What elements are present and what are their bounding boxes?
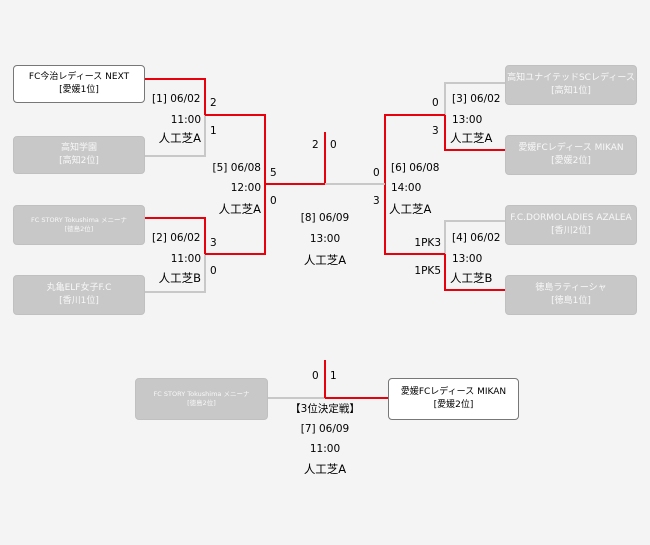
team-name: 愛媛FCレディース MIKAN bbox=[400, 386, 507, 397]
m8-date: [8] 06/09 bbox=[300, 212, 350, 224]
team-box-t8: 徳島ラティーシャ [徳島1位] bbox=[505, 275, 637, 315]
m6-score-b: 3 bbox=[373, 195, 380, 207]
team-box-t10: 愛媛FCレディース MIKAN [愛媛2位] bbox=[388, 378, 519, 420]
m8-score-b: 0 bbox=[330, 139, 337, 151]
m7-score-b: 1 bbox=[330, 370, 337, 382]
m2-venue: 人工芝B bbox=[158, 271, 201, 285]
m5-score-b: 0 bbox=[270, 195, 277, 207]
m3-score-a: 0 bbox=[432, 97, 439, 109]
m7-score-a: 0 bbox=[312, 370, 319, 382]
m1-venue: 人工芝A bbox=[158, 131, 201, 145]
team-seed: [高知2位] bbox=[59, 156, 99, 166]
m7-venue: 人工芝A bbox=[303, 462, 347, 476]
m1-date: [1] 06/02 bbox=[152, 93, 201, 105]
team-box-t3: FC STORY Tokushima メニーナ [徳島2位] bbox=[13, 205, 145, 245]
team-box-t2: 高知学園 [高知2位] bbox=[13, 136, 145, 174]
team-seed: [香川2位] bbox=[551, 226, 591, 236]
team-name: 愛媛FCレディース MIKAN bbox=[518, 142, 624, 153]
m3-date: [3] 06/02 bbox=[452, 93, 501, 105]
m3-venue: 人工芝A bbox=[450, 131, 493, 145]
m8-score-a: 2 bbox=[312, 139, 319, 151]
line-m2-top bbox=[145, 217, 206, 254]
team-box-t9: FC STORY Tokushima メニーナ [徳島2位] bbox=[135, 378, 268, 420]
team-name: 丸亀ELF女子F.C bbox=[46, 282, 112, 293]
m8-time: 13:00 bbox=[309, 233, 341, 245]
m6-time: 14:00 bbox=[391, 182, 422, 194]
line-m3-out bbox=[384, 114, 445, 184]
team-name: FC STORY Tokushima メニーナ bbox=[31, 215, 127, 224]
line-m4-out bbox=[384, 184, 445, 255]
team-box-t1: FC今治レディース NEXT [愛媛1位] bbox=[13, 65, 145, 103]
team-name: FC今治レディース NEXT bbox=[28, 71, 130, 82]
m7-title: 【3位決定戦】 bbox=[290, 403, 360, 415]
m1-time: 11:00 bbox=[170, 114, 201, 126]
team-name: 高知ユナイテッドSCレディース bbox=[507, 72, 635, 83]
team-name: FC STORY Tokushima メニーナ bbox=[153, 389, 250, 398]
m4-time: 13:00 bbox=[452, 253, 483, 265]
m7-date: [7] 06/09 bbox=[300, 423, 350, 435]
m2-score-a: 3 bbox=[210, 237, 217, 249]
m5-time: 12:00 bbox=[230, 182, 261, 194]
m3-time: 13:00 bbox=[452, 114, 483, 126]
m1-score-a: 2 bbox=[210, 97, 217, 109]
line-m1-out bbox=[205, 114, 266, 184]
team-box-t4: 丸亀ELF女子F.C [香川1位] bbox=[13, 275, 145, 315]
m4-score-b: 1PK5 bbox=[414, 265, 441, 277]
m2-date: [2] 06/02 bbox=[152, 232, 201, 244]
team-seed: [香川1位] bbox=[59, 296, 99, 306]
line-m1-bottom bbox=[145, 115, 206, 157]
m1-score-b: 1 bbox=[210, 125, 217, 137]
team-name: 高知学園 bbox=[60, 142, 97, 153]
line-m3-bottom bbox=[444, 115, 505, 151]
line-m4-top bbox=[444, 220, 505, 254]
m6-date: [6] 06/08 bbox=[391, 162, 440, 174]
team-seed: [徳島1位] bbox=[551, 296, 591, 306]
m6-venue: 人工芝A bbox=[389, 202, 432, 216]
line-m2-out bbox=[205, 184, 266, 255]
m5-date: [5] 06/08 bbox=[212, 162, 261, 174]
team-seed: [高知1位] bbox=[551, 86, 591, 96]
m2-time: 11:00 bbox=[170, 253, 201, 265]
team-seed: [徳島2位] bbox=[64, 225, 94, 233]
m8-venue: 人工芝A bbox=[303, 253, 347, 267]
team-seed: [徳島2位] bbox=[187, 399, 216, 407]
m6-score-a: 0 bbox=[373, 167, 380, 179]
m4-venue: 人工芝B bbox=[450, 271, 493, 285]
m4-date: [4] 06/02 bbox=[452, 232, 501, 244]
m2-score-b: 0 bbox=[210, 265, 217, 277]
team-name: 徳島ラティーシャ bbox=[535, 282, 607, 293]
m4-score-a: 1PK3 bbox=[414, 237, 441, 249]
team-box-t7: F.C.DORMOLADIES AZALEA [香川2位] bbox=[505, 205, 637, 245]
team-seed: [愛媛2位] bbox=[551, 156, 591, 166]
m5-score-a: 5 bbox=[270, 167, 277, 179]
m5-venue: 人工芝A bbox=[218, 202, 261, 216]
line-m1-top bbox=[145, 78, 206, 115]
line-m3-top bbox=[444, 82, 505, 115]
m7-time: 11:00 bbox=[309, 443, 341, 455]
team-box-t6: 愛媛FCレディース MIKAN [愛媛2位] bbox=[505, 135, 637, 175]
team-name: F.C.DORMOLADIES AZALEA bbox=[510, 212, 632, 223]
m3-score-b: 3 bbox=[432, 125, 439, 137]
line-m4-bottom bbox=[444, 254, 505, 291]
team-box-t5: 高知ユナイテッドSCレディース [高知1位] bbox=[505, 65, 637, 105]
line-m2-bottom bbox=[145, 254, 206, 293]
team-seed: [愛媛2位] bbox=[433, 400, 474, 410]
team-seed: [愛媛1位] bbox=[59, 85, 99, 95]
